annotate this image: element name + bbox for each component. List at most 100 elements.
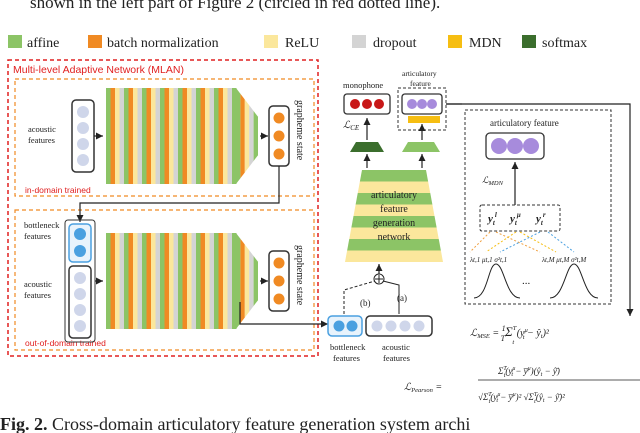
network-layer-stripe bbox=[142, 233, 147, 329]
legend-swatch-relu bbox=[264, 35, 278, 48]
network-layer-stripe bbox=[214, 233, 219, 329]
bottom-caption: Fig. 2. Cross-domain articulatory featur… bbox=[0, 414, 470, 433]
mdn-detail-box bbox=[464, 109, 612, 305]
lambda1-label: λt,1 μt,1 σ²t,1 bbox=[469, 256, 507, 264]
gen-network-layer bbox=[349, 227, 439, 239]
acoustic-mid-nodes bbox=[371, 320, 425, 332]
network-layer-stripe bbox=[110, 88, 115, 184]
network-layer-stripe bbox=[196, 88, 201, 184]
network-layer-stripe bbox=[214, 88, 219, 184]
in-domain-box bbox=[14, 78, 315, 197]
network-layer-stripe bbox=[223, 88, 228, 184]
network-layer-stripe bbox=[133, 88, 138, 184]
network-layer-stripe bbox=[205, 233, 210, 329]
legend-swatch-mdn bbox=[448, 35, 462, 48]
network-taper-stripe bbox=[240, 93, 245, 179]
top-caption: shown in the left part of Figure 2 (circ… bbox=[30, 0, 440, 12]
pearson-lhs: ℒPearson = bbox=[404, 382, 442, 394]
loss-ce: ℒCE bbox=[343, 120, 360, 132]
network-taper-stripe bbox=[240, 238, 245, 324]
arrow-mlan-to-bottleneck-mid bbox=[239, 302, 328, 328]
network-taper-stripe bbox=[236, 88, 241, 184]
y-params-box bbox=[479, 204, 561, 232]
acoustic-label-a2: features bbox=[28, 135, 55, 145]
network-layer-stripe bbox=[200, 88, 205, 184]
grapheme-nodes-top bbox=[273, 112, 285, 160]
acoustic-mid-label-2: features bbox=[383, 353, 410, 363]
network-layer-stripe bbox=[191, 88, 196, 184]
gen-network-layer bbox=[353, 204, 435, 216]
artic-feature-nodes bbox=[407, 99, 437, 109]
acoustic-input-bottom bbox=[68, 265, 92, 339]
legend-label-affine: affine bbox=[27, 36, 59, 51]
gaussian-1 bbox=[473, 263, 521, 299]
monophone-label: monophone bbox=[343, 80, 383, 90]
network-layer-stripe bbox=[191, 233, 196, 329]
network-layer-stripe bbox=[128, 233, 133, 329]
gen-net-label-1: articulatory bbox=[371, 190, 417, 201]
network-layer-stripe bbox=[137, 88, 142, 184]
gen-net-label-4: network bbox=[378, 232, 411, 243]
arrow-top-to-bottleneck bbox=[76, 166, 280, 222]
ellipsis: ... bbox=[522, 275, 531, 287]
legend-label-softmax: softmax bbox=[542, 36, 587, 51]
y-mu: ytμ bbox=[508, 211, 521, 227]
network-layer-stripe bbox=[169, 233, 174, 329]
gen-net-label-3: generation bbox=[373, 218, 415, 229]
network-layer-stripe bbox=[151, 88, 156, 184]
network-layer-stripe bbox=[205, 88, 210, 184]
gen-network-layer bbox=[345, 250, 443, 262]
network-taper-stripe bbox=[249, 250, 254, 312]
legend-swatch-affine bbox=[8, 35, 22, 48]
network-layer-stripe bbox=[218, 233, 223, 329]
network-layer-stripe bbox=[115, 233, 120, 329]
generation-network bbox=[345, 170, 443, 262]
bottleneck-label-left-1: bottleneck bbox=[24, 220, 60, 230]
out-domain-label: out-of-domain trained bbox=[25, 338, 106, 348]
network-layer-stripe bbox=[164, 233, 169, 329]
network-taper-stripe bbox=[236, 233, 241, 329]
acoustic-label-b1: acoustic bbox=[24, 279, 52, 289]
network-layer-stripe bbox=[218, 88, 223, 184]
mdn-block bbox=[408, 116, 440, 123]
out-domain-box bbox=[14, 209, 315, 351]
network-layer-stripe bbox=[223, 233, 228, 329]
network-layer-stripe bbox=[232, 88, 237, 184]
acoustic-mid-label-1: acoustic bbox=[382, 342, 410, 352]
network-layer-stripe bbox=[169, 88, 174, 184]
branch-b-label: (b) bbox=[360, 298, 371, 308]
network-layer-stripe bbox=[119, 88, 124, 184]
gen-network-layer bbox=[347, 239, 441, 251]
network-layer-stripe bbox=[187, 88, 192, 184]
bottleneck-mid-label-1: bottleneck bbox=[330, 342, 366, 352]
legend-swatch-softmax bbox=[522, 35, 536, 48]
arrow-artic-to-mse bbox=[446, 103, 634, 316]
network-layer-stripe bbox=[209, 233, 214, 329]
network-layer-stripe bbox=[151, 233, 156, 329]
legend-label-batchnorm: batch normalization bbox=[107, 36, 219, 51]
acoustic-nodes-bottom bbox=[74, 272, 86, 332]
network-taper-stripe bbox=[244, 99, 250, 173]
network-stack-bottom bbox=[106, 233, 258, 329]
legend-swatch-batchnorm bbox=[88, 35, 102, 48]
network-layer-stripe bbox=[173, 233, 178, 329]
network-layer-stripe bbox=[106, 233, 111, 329]
legend-swatch-dropout bbox=[352, 35, 366, 48]
mlan-box bbox=[7, 59, 319, 357]
network-layer-stripe bbox=[182, 233, 187, 329]
gaussian-M bbox=[549, 263, 599, 299]
network-layer-stripe bbox=[200, 233, 205, 329]
network-layer-stripe bbox=[160, 233, 165, 329]
gen-network-layer bbox=[359, 170, 429, 182]
loss-mdn: ℒMDN bbox=[482, 175, 504, 187]
network-layer-stripe bbox=[142, 88, 147, 184]
gen-network-layer bbox=[357, 181, 431, 193]
mdn-affine-block bbox=[402, 142, 440, 152]
network-taper-stripe bbox=[249, 105, 254, 167]
network-layer-stripe bbox=[232, 233, 237, 329]
bottleneck-mid-nodes bbox=[333, 320, 358, 332]
acoustic-nodes-top bbox=[77, 106, 89, 166]
legend-label-dropout: dropout bbox=[373, 36, 417, 51]
